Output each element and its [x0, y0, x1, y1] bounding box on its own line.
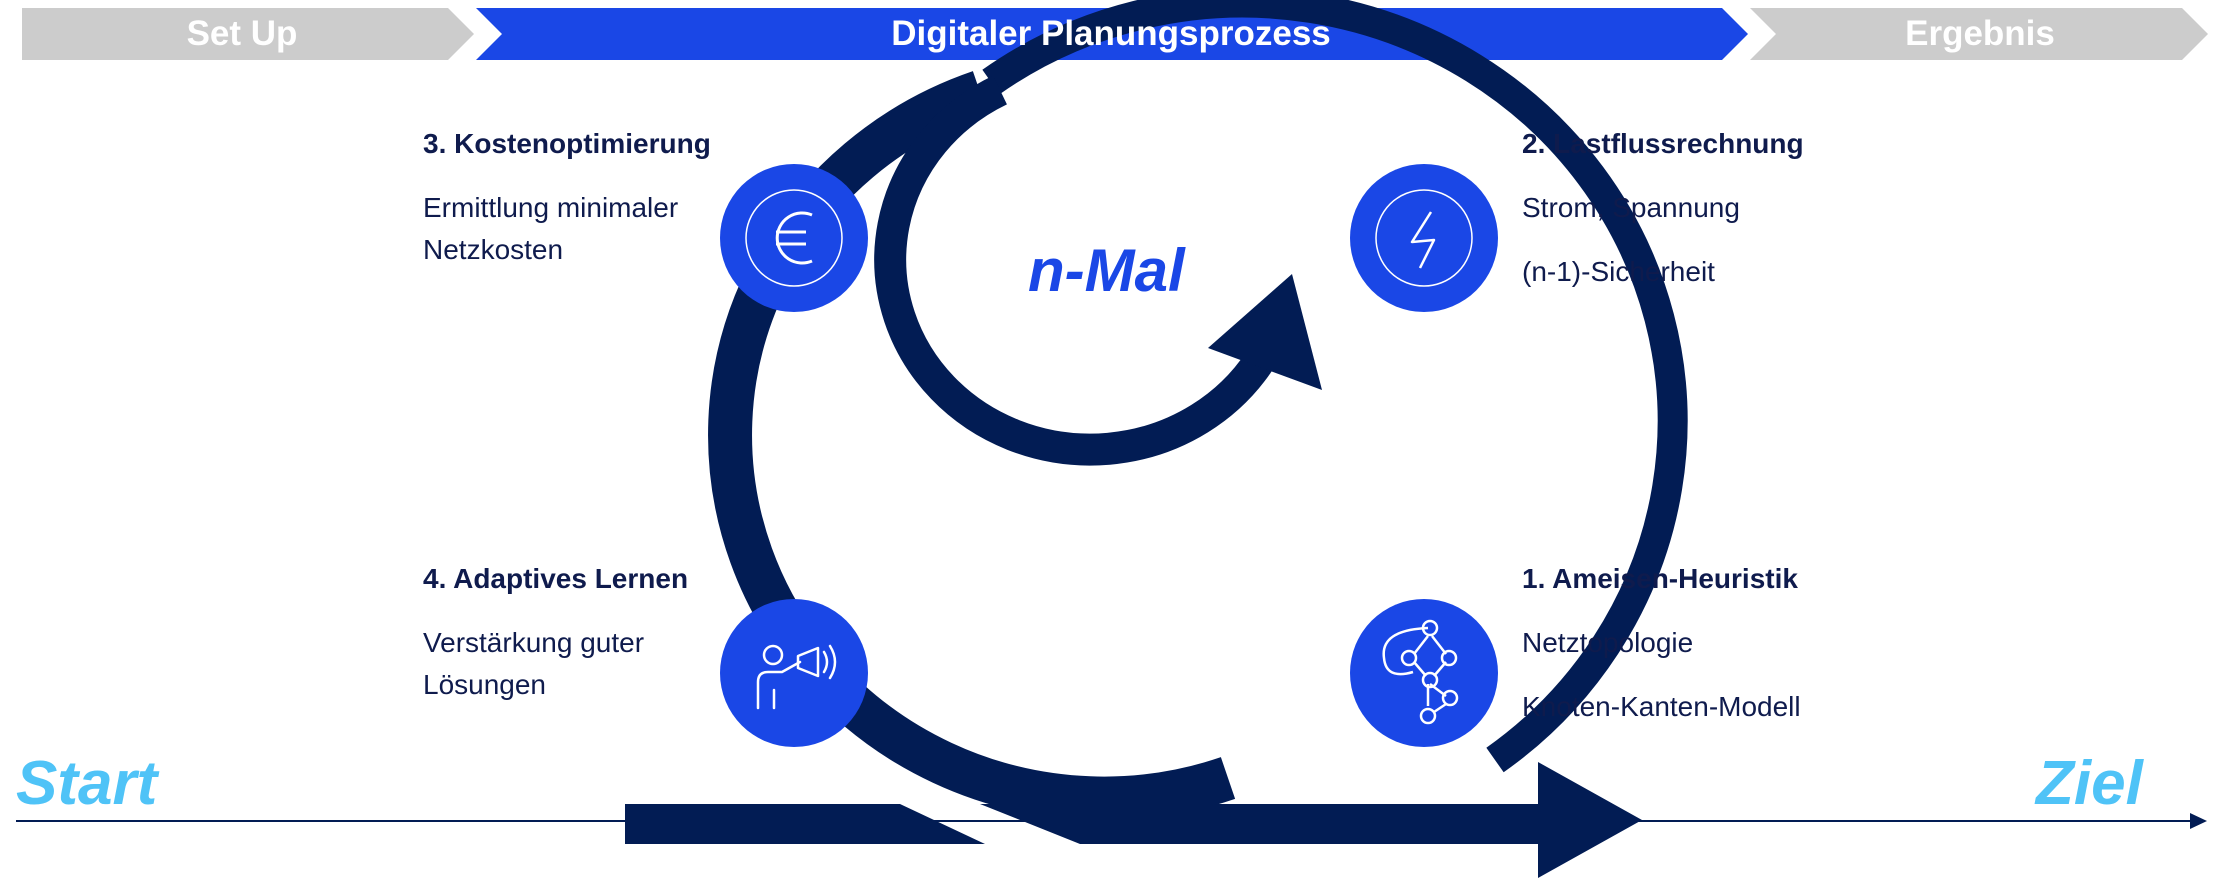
- phase-process-label: Digitaler Planungsprozess: [891, 14, 1331, 53]
- step-loadflow-line-2: (n-1)-Sicherheit: [1522, 256, 1715, 287]
- phase-result-label: Ergebnis: [1905, 14, 2055, 53]
- iteration-arrow-arc: [874, 75, 1274, 466]
- entry-bar: [625, 804, 985, 844]
- node-circle-loadflow: [1350, 164, 1498, 312]
- step-cost-line-1: Ermittlung minimaler: [423, 192, 679, 223]
- step-loadflow-title: 2. Lastflussrechnung: [1522, 128, 1804, 159]
- loop-label: n-Mal: [1028, 237, 1185, 304]
- euro-icon: [745, 189, 843, 287]
- start-label: Start: [16, 749, 158, 818]
- node-circle-cost: [720, 164, 868, 312]
- teacher-megaphone-icon: [756, 644, 837, 710]
- progress-arrow: [980, 762, 1642, 878]
- iteration-arrowhead: [1208, 274, 1322, 390]
- step-ant-line-1: Netztopologie: [1522, 627, 1694, 658]
- step-loadflow-line-1: Strom, Spannung: [1522, 192, 1740, 223]
- network-graph-icon: [1382, 619, 1459, 725]
- phase-setup-label: Set Up: [186, 14, 298, 53]
- phase-setup-chevron: [22, 8, 474, 60]
- step-learning-title: 4. Adaptives Lernen: [423, 563, 689, 594]
- step-ant-title: 1. Ameisen-Heuristik: [1522, 563, 1798, 594]
- step-learning-line-1: Verstärkung guter: [423, 627, 645, 658]
- end-label: Ziel: [2036, 749, 2143, 818]
- step-cost-line-2: Netzkosten: [423, 234, 564, 265]
- lightning-icon: [1375, 189, 1473, 287]
- step-ant-line-2: Knoten-Kanten-Modell: [1522, 691, 1801, 722]
- phase-result-chevron: [1750, 8, 2208, 60]
- step-learning-line-2: Lösungen: [423, 669, 547, 700]
- cycle-ring-inner-arc: [982, 0, 1688, 773]
- step-cost-title: 3. Kostenoptimierung: [423, 128, 711, 159]
- timeline-arrowhead: [2190, 813, 2207, 829]
- node-circle-learning: [720, 599, 868, 747]
